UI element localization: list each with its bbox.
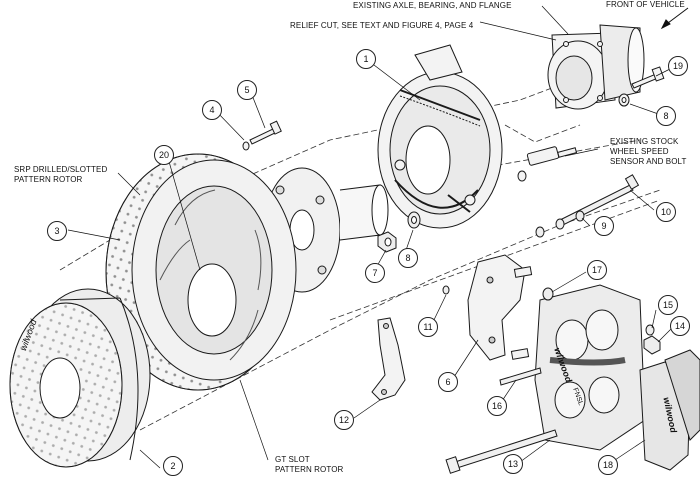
caption-srp-line1: SRP DRILLED/SLOTTED [14,165,108,174]
bolt-16 [499,367,542,386]
callout-1: 1 [356,49,376,69]
bolt-5 [242,120,282,151]
callout-2: 2 [163,456,183,476]
callout-20: 20 [154,145,174,165]
callout-11: 11 [418,317,438,337]
nut-7 [377,211,421,253]
caliper [534,284,646,451]
callout-13: 13 [503,454,523,474]
callout-6: 6 [438,372,458,392]
caliper-bolt [445,429,558,474]
caption-existing-axle: EXISTING AXLE, BEARING, AND FLANGE [353,1,512,10]
callout-19: 19 [668,56,688,76]
callout-15: 15 [658,295,678,315]
callout-16: 16 [487,396,507,416]
callout-4: 4 [202,100,222,120]
callout-9: 9 [594,216,614,236]
callout-5: 5 [237,80,257,100]
brake-pads [639,349,700,471]
callout-17: 17 [587,260,607,280]
caption-relief-cut: RELIEF CUT, SEE TEXT AND FIGURE 4, PAGE … [290,21,474,30]
caption-sensor-line2: WHEEL SPEED [610,147,669,156]
caption-sensor-line1: EXISTING STOCK [610,137,679,146]
front-arrow [660,7,689,30]
caption-srp-line2: PATTERN ROTOR [14,175,83,184]
axle-flange [547,24,645,110]
drum-brake-assembly [377,44,503,229]
caption-front-of-vehicle: FRONT OF VEHICLE [606,0,685,9]
callout-12: 12 [334,410,354,430]
washers [442,210,661,355]
caliper-bracket [467,254,533,361]
callout-8-lower: 8 [398,248,418,268]
callout-7: 7 [365,263,385,283]
caption-gt-line2: PATTERN ROTOR [275,465,344,474]
wheel-speed-sensor [517,146,578,182]
caption-sensor-line3: SENSOR AND BOLT [610,157,687,166]
callout-3: 3 [47,221,67,241]
rotor [105,153,297,391]
callout-10: 10 [656,202,676,222]
mounting-bracket [371,317,406,401]
brake-drum [9,288,151,468]
callout-8-upper: 8 [656,106,676,126]
callout-18: 18 [598,455,618,475]
caption-gt-line1: GT SLOT [275,455,310,464]
bolt-19 [618,66,665,107]
callout-14: 14 [670,316,690,336]
